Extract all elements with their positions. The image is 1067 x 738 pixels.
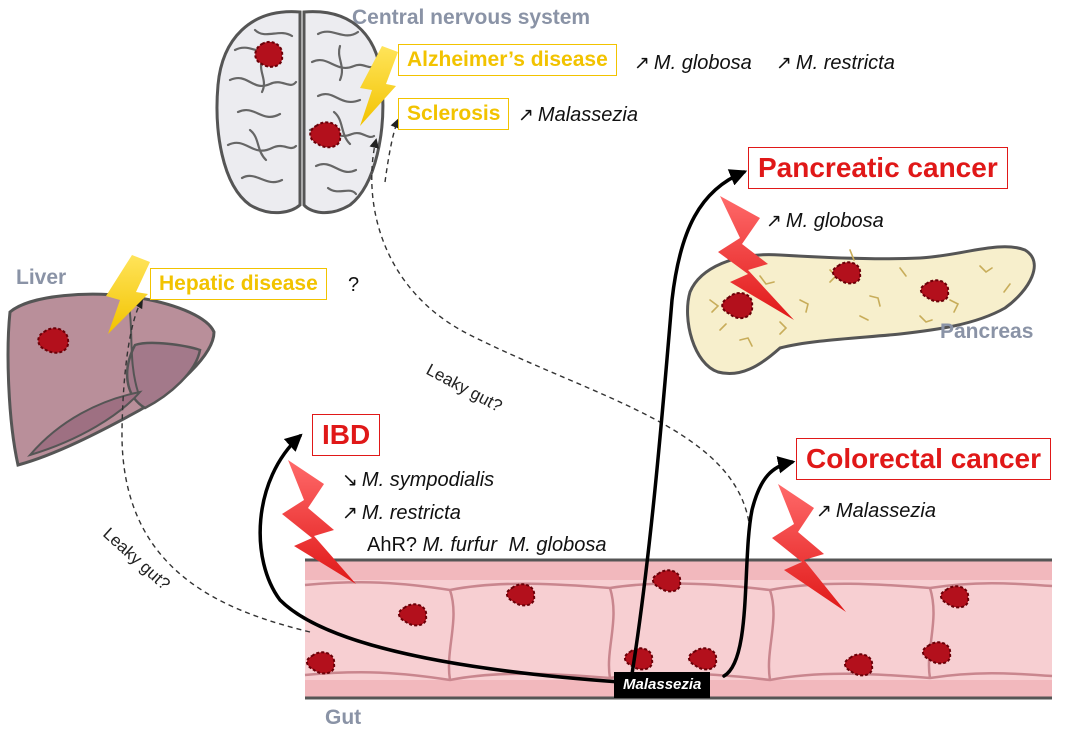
leaky-gut-route-sclerosis — [384, 118, 400, 183]
route-to-colorectal — [722, 456, 796, 678]
pancreas-label: Pancreas — [940, 320, 1034, 343]
lightning-bolt-alzheimer — [360, 46, 398, 126]
increase-arrow-icon: ↗ — [816, 501, 832, 522]
pancreas-lesion — [832, 261, 862, 285]
leaky-gut-route-liver — [121, 298, 311, 633]
brain-lesion — [254, 40, 284, 68]
leaky-gut-route-cns — [369, 138, 751, 531]
increase-arrow-icon: ↗ — [518, 105, 534, 126]
increase-arrow-icon: ↗ — [342, 503, 358, 524]
brain-illustration — [215, 10, 385, 215]
gut-lesion — [624, 647, 654, 671]
lightning-bolt-colorectal — [772, 484, 846, 612]
ibd-association-1: ↘M. sympodialis — [342, 469, 495, 491]
liver-label: Liver — [16, 266, 67, 289]
cns-label: Central nervous system — [352, 6, 591, 29]
colorectal-association: ↗Malassezia — [816, 500, 936, 522]
increase-arrow-icon: ↗ — [766, 211, 782, 232]
gut-lesion — [940, 585, 970, 609]
pancreas-illustration — [686, 245, 1036, 375]
gut-lesion — [306, 651, 336, 675]
colorectal-cancer-box: Colorectal cancer — [796, 438, 1051, 480]
pancreas-lesion — [920, 279, 950, 303]
liver-lesion — [37, 327, 70, 354]
gut-lesion — [652, 569, 682, 593]
brain-lesion — [309, 121, 342, 149]
lightning-bolt-hepatic — [106, 255, 150, 334]
lightning-bolt-pancreatic — [718, 196, 794, 320]
alzheimer-association-1: ↗M. globosa — [634, 52, 752, 74]
alzheimer-association-2: ↗M. restricta — [776, 52, 895, 74]
liver-illustration — [6, 292, 216, 467]
gut-lesion — [398, 603, 428, 627]
gut-lesion — [844, 653, 874, 677]
alzheimer-box: Alzheimer’s disease — [398, 44, 617, 76]
route-to-pancreatic — [630, 169, 748, 676]
hepatic-unknown-mark: ? — [348, 274, 360, 296]
decrease-arrow-icon: ↘ — [342, 470, 358, 491]
increase-arrow-icon: ↗ — [776, 53, 792, 74]
gut-lesion — [922, 641, 952, 665]
ibd-box: IBD — [312, 414, 381, 456]
pancreas-lesion — [721, 291, 754, 320]
hepatic-box: Hepatic disease — [150, 268, 327, 300]
pancreatic-cancer-box: Pancreatic cancer — [748, 147, 1008, 189]
sclerosis-box: Sclerosis — [398, 98, 510, 130]
sclerosis-association: ↗Malassezia — [518, 104, 638, 126]
ibd-association-2: ↗M. restricta — [342, 502, 461, 524]
increase-arrow-icon: ↗ — [634, 53, 650, 74]
ibd-ahr-line: AhR? M. furfur M. globosa — [367, 534, 607, 556]
gut-lesion — [688, 647, 718, 671]
ahr-label: AhR? — [367, 534, 418, 556]
lightning-bolt-ibd — [282, 460, 356, 584]
pancreatic-association: ↗M. globosa — [766, 210, 884, 232]
malassezia-source-tag: Malassezia — [614, 672, 711, 698]
gut-lesion — [506, 583, 536, 607]
route-to-ibd — [258, 433, 622, 684]
gut-label: Gut — [325, 706, 362, 729]
